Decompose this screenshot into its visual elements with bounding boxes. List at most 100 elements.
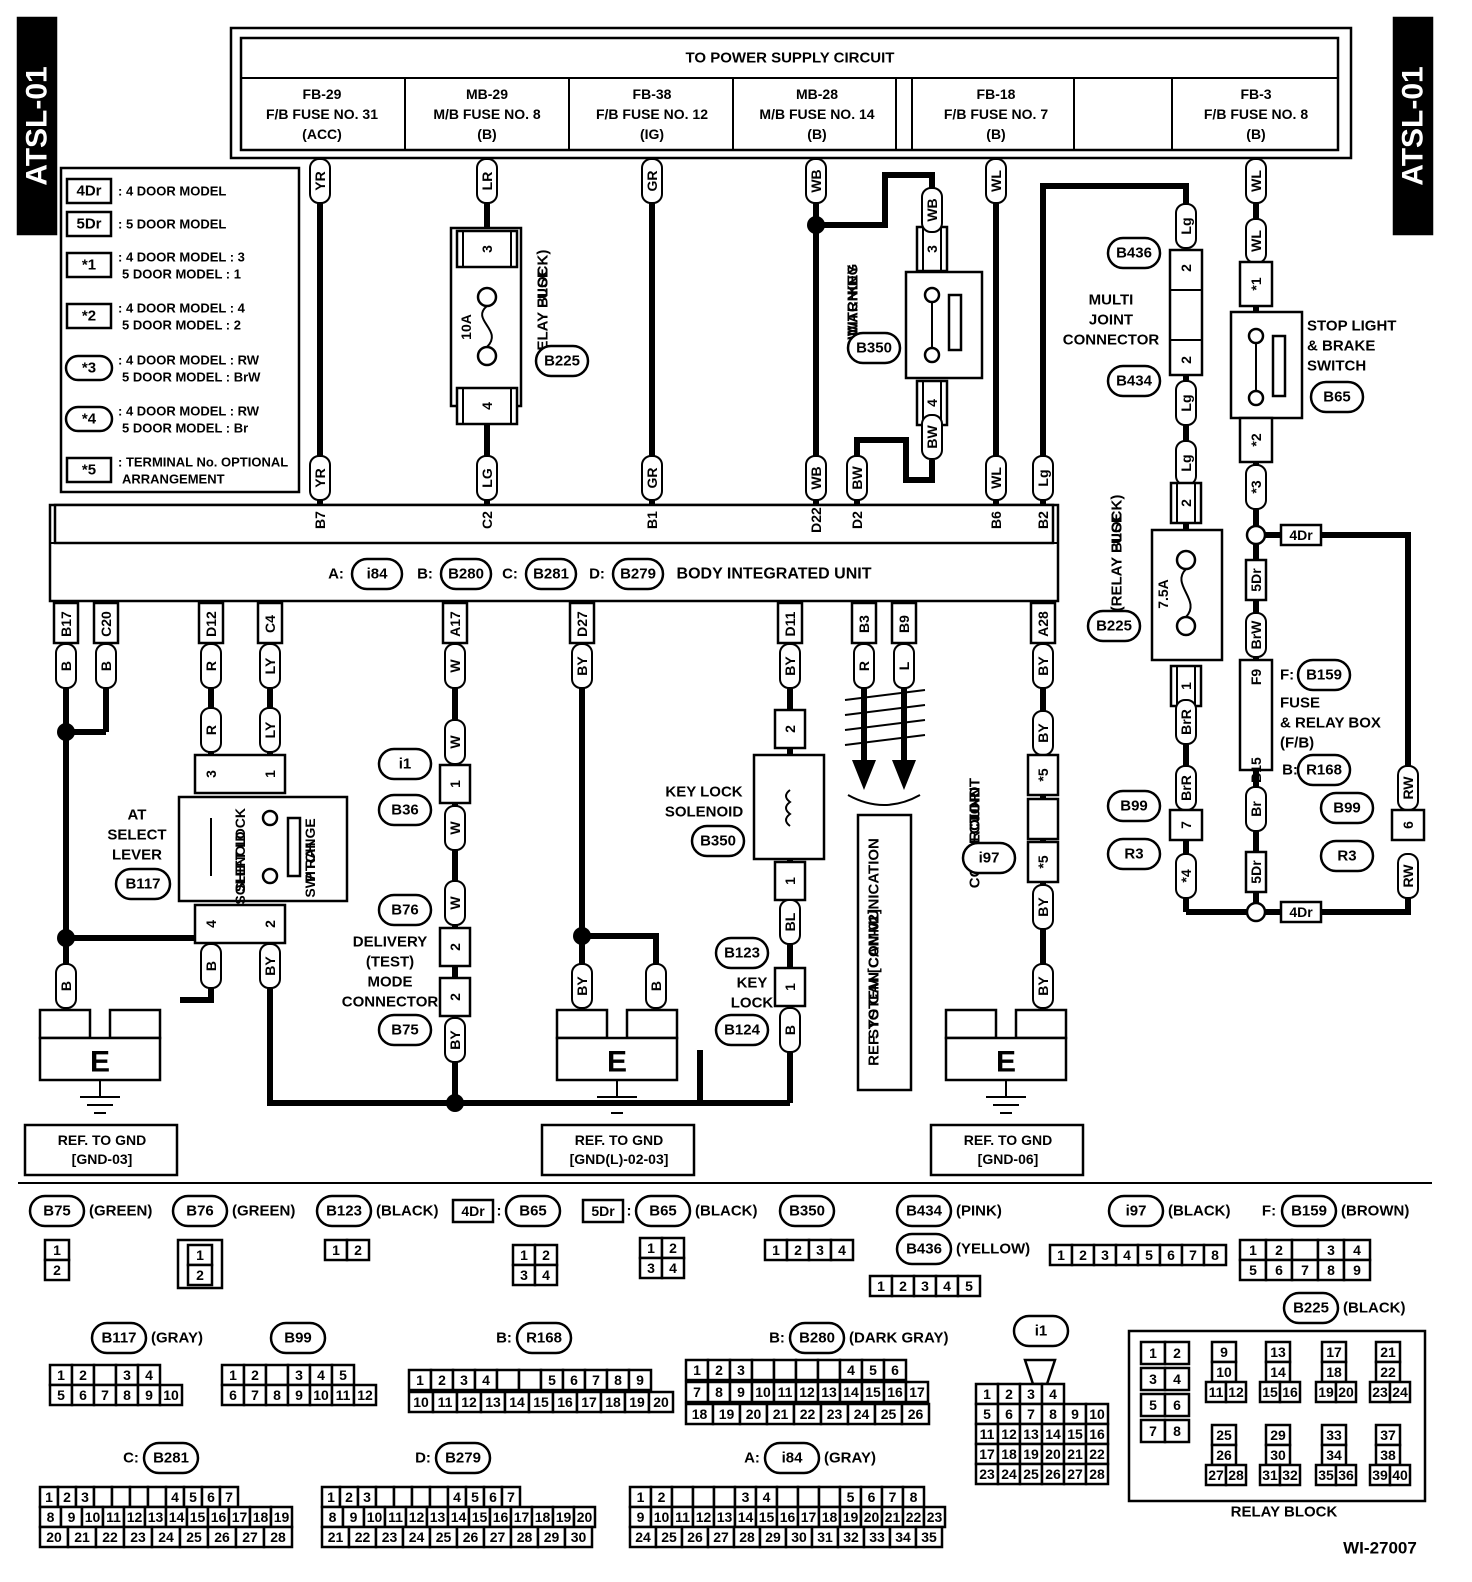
connector-id: R3 [1337, 848, 1356, 865]
face-connector-B350 [778, 1194, 836, 1228]
contact-ring [1247, 389, 1265, 407]
pin-number: 2 [794, 1242, 802, 1258]
terminal-id: B1 [644, 511, 660, 529]
connector-id: B65 [649, 1203, 677, 1220]
pin-number: 34 [1326, 1447, 1342, 1463]
wire-color: *3 [1248, 480, 1264, 493]
fuse-label: FB-29 [303, 86, 342, 102]
pin-cell [956, 1274, 982, 1298]
connector-id: B225 [1096, 618, 1132, 635]
pin-cell [345, 1238, 371, 1262]
pin-number: 6 [868, 1489, 876, 1505]
wire-color-tag [779, 1007, 801, 1053]
pin-cell [563, 1525, 594, 1549]
pin-number: 12 [1228, 1384, 1244, 1400]
connector-prefix: A: [744, 1450, 760, 1467]
pin-number: 3 [742, 1489, 750, 1505]
pin-number: 20 [577, 1509, 593, 1525]
inline-connector [1026, 840, 1060, 884]
wire [582, 933, 659, 1010]
pin-number: 13 [1270, 1344, 1286, 1360]
pin-number: 3 [479, 245, 495, 253]
pin-number: 4 [145, 1367, 153, 1383]
label-text: 5Dr [1248, 860, 1264, 884]
wire-color-tag [444, 805, 466, 851]
pin-number: 8 [123, 1387, 131, 1403]
pin-cell [882, 1358, 908, 1382]
wire-color: BY [1035, 723, 1051, 743]
wire-color-tag [846, 455, 868, 501]
connector-prefix: C: [123, 1450, 139, 1467]
connector-B350 [690, 824, 746, 858]
pin-number: 16 [780, 1509, 796, 1525]
terminal-id: B7 [312, 511, 328, 529]
legend-tag [65, 177, 113, 205]
pin-number: 16 [1089, 1426, 1105, 1442]
pin-number: 21 [773, 1406, 789, 1422]
relay-block-caption: RELAY BLOCK [1231, 1504, 1338, 1521]
inline-connector [1238, 260, 1274, 308]
legend-tag-text: 5Dr [76, 216, 101, 233]
connector-color: (BLACK) [1168, 1203, 1230, 1220]
pin-number: 27 [490, 1529, 506, 1545]
connector-B123 [714, 936, 770, 970]
pin-number: 18 [253, 1509, 269, 1525]
wire-color-tag [571, 963, 593, 1009]
pin-number: 6 [229, 1387, 237, 1403]
legend-text: : 4 DOOR MODEL : 4 [118, 301, 246, 316]
fuse-label: (ACC) [302, 126, 342, 142]
wire-color: BY [1035, 897, 1051, 917]
door-tag [1279, 900, 1323, 924]
pin-number: 37 [1380, 1427, 1396, 1443]
connector-i1 [377, 747, 433, 781]
connector-face: 21 [1374, 1340, 1402, 1364]
wire-color-tag [641, 455, 663, 501]
wire-color: B [203, 961, 219, 971]
pin-number: 39 [1372, 1467, 1388, 1483]
terminal-id: C4 [262, 615, 278, 633]
pin-number: 3 [81, 1489, 89, 1505]
fuse-rating: 10A [458, 314, 474, 340]
legend-text: ARRANGEMENT [122, 472, 225, 487]
pin-number: 1 [647, 1240, 655, 1256]
pin-number: 30 [571, 1529, 587, 1545]
connector-id: B75 [391, 1022, 419, 1039]
pin-number: 24 [409, 1529, 425, 1545]
pin-number: 8 [273, 1387, 281, 1403]
wire-color-tag [779, 899, 801, 945]
terminal-id: A28 [1035, 611, 1051, 637]
fuse-label: (B) [986, 126, 1005, 142]
connector-prefix: B: [769, 1330, 785, 1347]
component-label: (TEST) [366, 954, 414, 971]
legend-text: 5 DOOR MODEL : 1 [122, 267, 241, 282]
wire-color-tag [1032, 643, 1054, 689]
component-label: & RELAY BOX [1280, 715, 1381, 732]
pin-cell [92, 1485, 114, 1509]
pin-cell [428, 1485, 450, 1509]
label-text: 2 [447, 993, 463, 1001]
pin-number: 9 [737, 1384, 745, 1400]
component-label: (F/B) [1280, 735, 1314, 752]
face-connector-B99 [269, 1321, 327, 1355]
connector-id: i97 [979, 850, 1000, 867]
arrow-icon [892, 760, 916, 790]
wire-color: B [58, 661, 74, 671]
pin-number: 2 [669, 1240, 677, 1256]
connector-color: (GRAY) [824, 1450, 876, 1467]
pin-cell [1163, 1418, 1191, 1444]
pin-number: 7 [592, 1372, 600, 1388]
pin-number: 20 [1338, 1384, 1354, 1400]
pin-number: 20 [46, 1529, 62, 1545]
pin-number: 14 [509, 1394, 525, 1410]
pin-cell [43, 1258, 71, 1282]
pin-number: 6 [570, 1372, 578, 1388]
pin-number: 18 [1001, 1446, 1017, 1462]
terminal-id: D12 [203, 611, 219, 637]
pin-number: 4 [542, 1267, 550, 1283]
pin-number: 1 [877, 1278, 885, 1294]
